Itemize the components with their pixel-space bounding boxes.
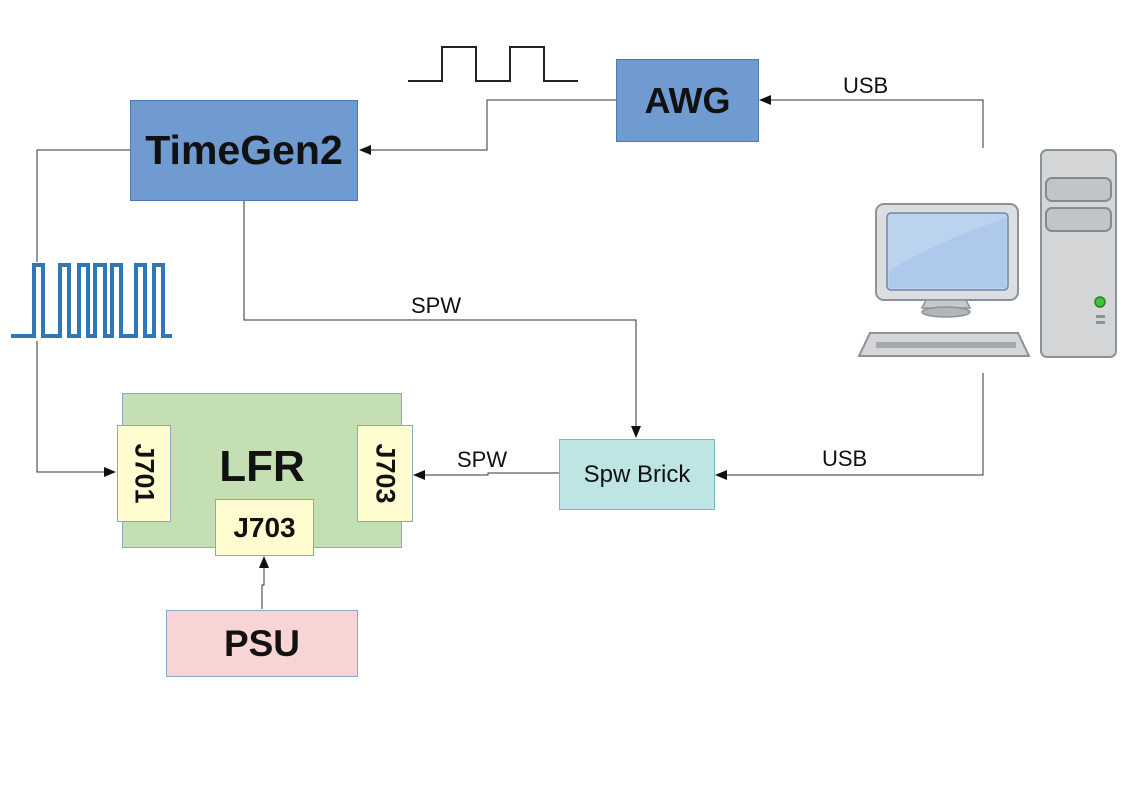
usb-label-brick: USB <box>822 446 868 471</box>
j703-bottom-connector: J703 <box>215 499 314 556</box>
psu-label: PSU <box>223 622 301 664</box>
spw-link-timegen-brick <box>243 201 641 438</box>
spw-label-timegen-brick: SPW <box>411 293 462 318</box>
j703-bottom-label: J703 <box>233 511 296 543</box>
timegen2-label: TimeGen2 <box>145 127 343 173</box>
square-wave-icon <box>408 46 578 82</box>
spw-link-brick-lfr <box>413 470 559 480</box>
j703-right-label: J703 <box>370 443 401 504</box>
j701-label: J701 <box>129 443 160 504</box>
j701-connector: J701 <box>117 425 171 522</box>
timegen2-block: TimeGen2 <box>130 100 358 201</box>
awg-block: AWG <box>616 59 759 142</box>
usb-link-awg <box>759 95 984 148</box>
spw-brick-block: Spw Brick <box>559 439 715 510</box>
awg-to-timegen-link <box>359 99 616 155</box>
spw-label-brick-lfr: SPW <box>457 447 508 472</box>
clock-waveform-icon <box>11 262 173 341</box>
spw-brick-label: Spw Brick <box>583 460 691 488</box>
usb-label-awg: USB <box>843 73 889 98</box>
usb-link-brick <box>715 373 984 480</box>
j703-right-connector: J703 <box>357 425 413 522</box>
psu-block: PSU <box>166 610 358 677</box>
lfr-label: LFR <box>219 442 305 491</box>
desktop-computer-icon <box>857 149 1117 358</box>
awg-label: AWG <box>644 79 731 121</box>
psu-to-j703-link <box>259 556 269 609</box>
